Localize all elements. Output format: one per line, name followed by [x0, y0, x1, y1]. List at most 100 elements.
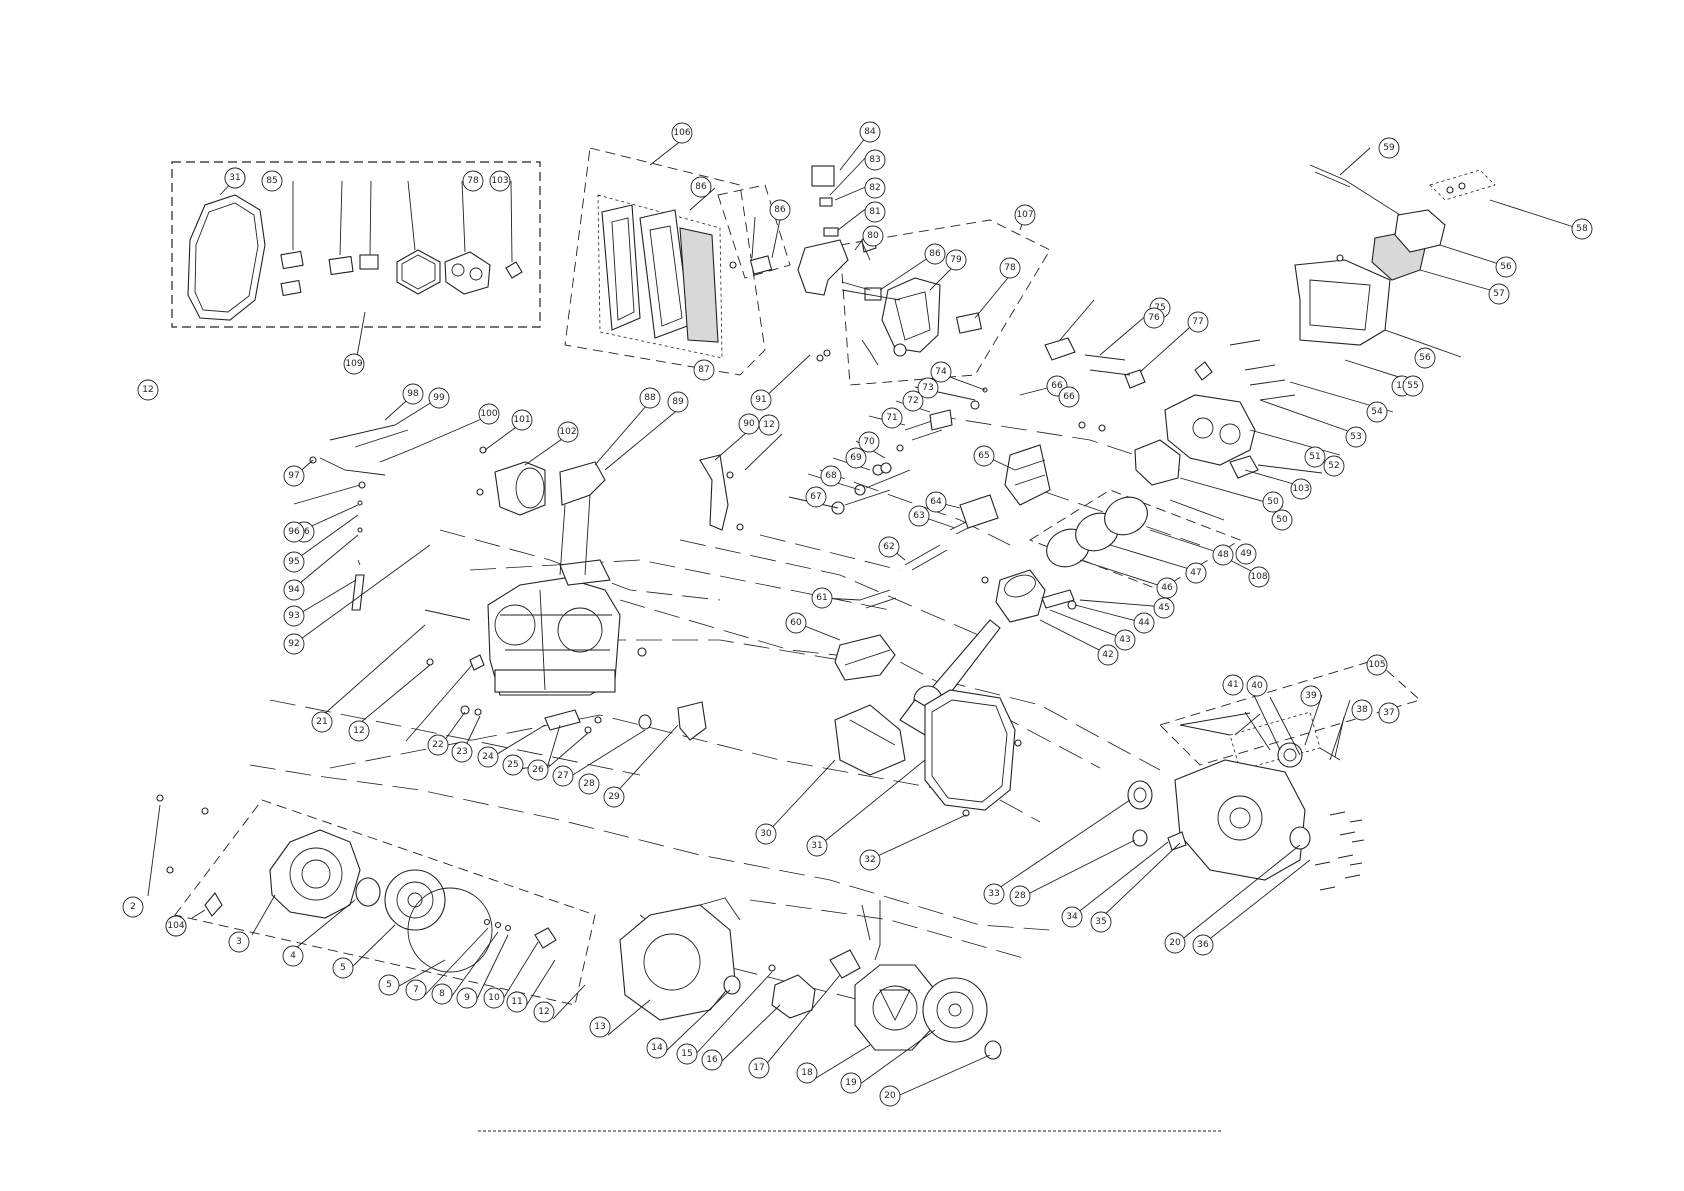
spring-98: [329, 424, 396, 441]
callout-74: 74: [930, 361, 952, 383]
callout-12: 12: [137, 379, 159, 401]
callout-number: 67: [810, 492, 821, 502]
callout-28: 28: [578, 773, 600, 795]
starter-handle-1: [204, 892, 223, 917]
callout-105: 105: [1366, 654, 1388, 676]
callout-number: 11: [511, 997, 522, 1007]
callout-number: 107: [1016, 210, 1033, 220]
callout-46: 46: [1156, 577, 1178, 599]
starter-motor-102: [494, 461, 546, 516]
callout-90: 90: [738, 413, 760, 435]
cylinder-head-52: [1164, 394, 1256, 466]
callout-49: 49: [1235, 543, 1257, 565]
callout-number: 81: [869, 207, 880, 217]
callout-number: 50: [1267, 497, 1279, 507]
callout-number: 16: [706, 1055, 718, 1065]
callout-3: 3: [228, 931, 250, 953]
callout-37: 37: [1378, 702, 1400, 724]
callout-number: 3: [236, 937, 242, 947]
callout-number: 71: [886, 413, 897, 423]
callout-number: 90: [743, 419, 755, 429]
callout-20: 20: [1164, 932, 1186, 954]
gasket-75: [359, 254, 379, 270]
callout-number: 43: [1119, 635, 1130, 645]
callout-number: 72: [907, 396, 918, 406]
callout-number: 91: [755, 395, 766, 405]
callout-number: 89: [672, 397, 684, 407]
callout-89: 89: [667, 391, 689, 413]
dowel-35: [1167, 831, 1187, 851]
kit-104-recoil-starter: [156, 794, 596, 1006]
callout-number: 66: [1051, 381, 1063, 391]
callout-number: 4: [290, 951, 296, 961]
kit-105-governor: [1159, 659, 1421, 771]
callout-69: 69: [845, 447, 867, 469]
side-cover: [1174, 759, 1306, 881]
callout-78: 78: [462, 170, 484, 192]
callout-100: 100: [478, 403, 500, 425]
callout-number: 66: [1063, 392, 1075, 402]
callout-number: 70: [863, 437, 875, 447]
callout-27: 27: [552, 765, 574, 787]
callout-51: 51: [1304, 446, 1326, 468]
throttle-bracket: [797, 239, 849, 296]
seal-28: [1132, 829, 1148, 847]
callout-number: 61: [816, 593, 827, 603]
callout-81: 81: [864, 201, 886, 223]
callout-number: 103: [491, 176, 508, 186]
carb-gasket-78: [955, 312, 983, 334]
callout-86: 86: [924, 243, 946, 265]
callout-number: 108: [1250, 572, 1267, 582]
callout-number: 75: [1154, 303, 1165, 313]
callout-14: 14: [646, 1037, 668, 1059]
part-82: [823, 227, 839, 237]
callout-9: 9: [456, 987, 478, 1009]
callout-number: 63: [913, 511, 924, 521]
callout-56: 56: [1414, 347, 1436, 369]
callout-number: 35: [1095, 917, 1106, 927]
callout-number: 95: [288, 557, 299, 567]
callout-number: 56: [1419, 353, 1431, 363]
callout-number: 48: [1217, 550, 1229, 560]
callout-58: 58: [1571, 218, 1593, 240]
callout-number: 102: [559, 427, 576, 437]
springs-71: [904, 419, 943, 441]
callout-number: 53: [1350, 432, 1361, 442]
part-22: [469, 654, 485, 671]
callout-103: 103: [489, 170, 511, 192]
kit-106-air-filter: [564, 147, 766, 376]
callout-10: 10: [483, 987, 505, 1009]
callout-number: 24: [482, 752, 494, 762]
callout-number: 23: [456, 747, 467, 757]
callout-number: 36: [1197, 940, 1209, 950]
callout-number: 92: [288, 639, 299, 649]
callout-85: 85: [261, 170, 283, 192]
callout-number: 12: [538, 1007, 549, 1017]
flywheel-group: [619, 897, 1002, 1060]
callout-number: 101: [513, 415, 530, 425]
callout-number: 94: [288, 585, 300, 595]
gasket-51: [1229, 455, 1259, 479]
callout-number: 44: [1138, 618, 1150, 628]
callout-2: 2: [122, 896, 144, 918]
spark-plug: [1194, 361, 1213, 381]
callout-number: 30: [760, 829, 772, 839]
gasket-103: [505, 261, 523, 279]
callout-number: 32: [864, 855, 875, 865]
callout-26: 26: [527, 759, 549, 781]
callout-36: 36: [1192, 934, 1214, 956]
callout-number: 25: [507, 760, 518, 770]
callout-15: 15: [676, 1043, 698, 1065]
rocker-arms-65: [1004, 444, 1051, 506]
callout-number: 27: [557, 771, 568, 781]
callout-38: 38: [1351, 699, 1373, 721]
seal-20: [984, 1040, 1002, 1060]
callout-39: 39: [1300, 685, 1322, 707]
callout-number: 51: [1309, 452, 1320, 462]
governor-gear-39: [1277, 742, 1303, 768]
callout-109: 109: [343, 353, 365, 375]
ratchet-10: [534, 927, 557, 949]
fan-cover-13: [619, 904, 736, 1021]
callout-number: 65: [978, 451, 989, 461]
